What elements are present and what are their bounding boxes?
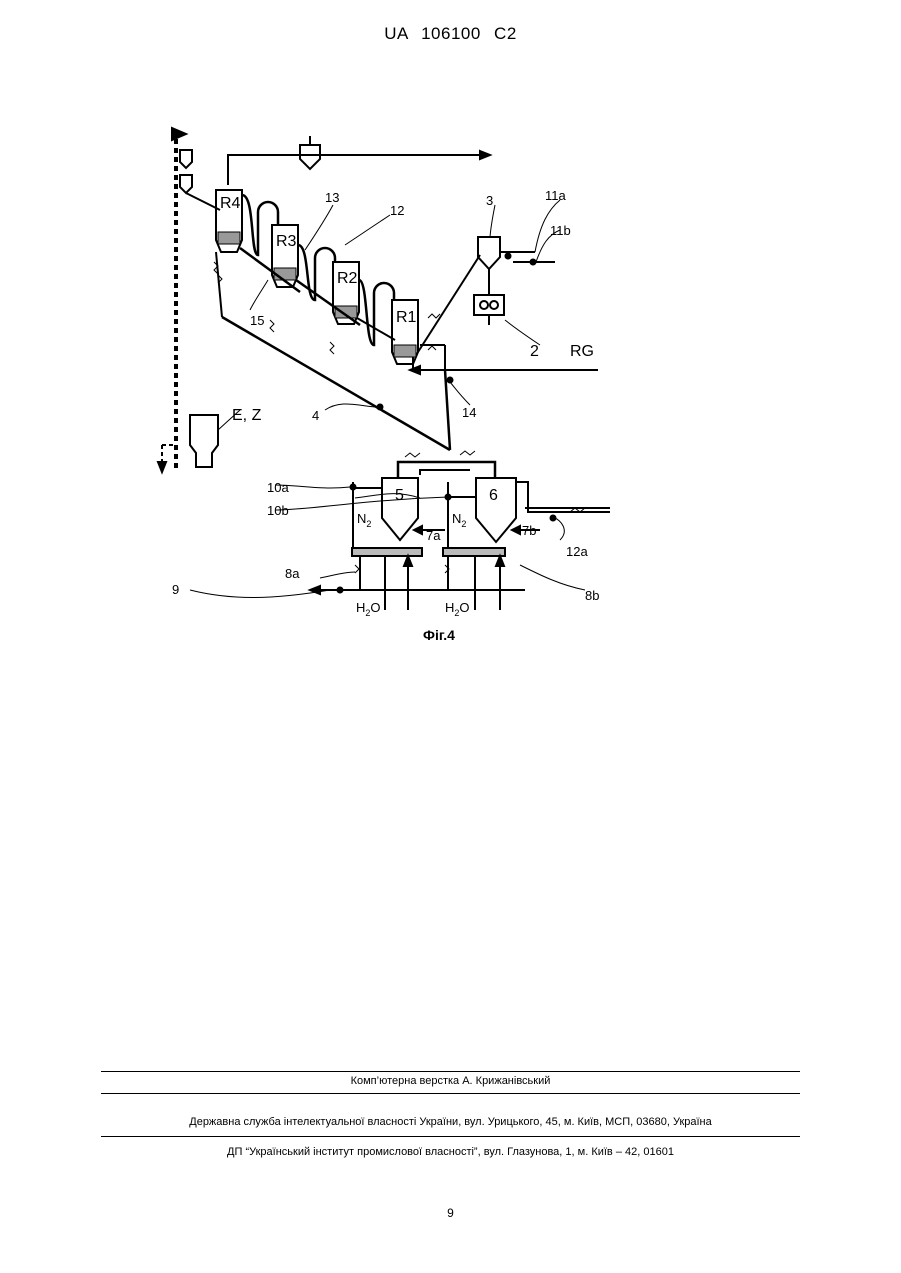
label-14: 14: [462, 405, 476, 420]
label-12: 12: [390, 203, 404, 218]
cyclone-3: [478, 237, 500, 269]
label-8a: 8a: [285, 566, 300, 581]
label-6: 6: [489, 487, 498, 504]
label-7b: 7b: [522, 523, 536, 538]
label-10b: 10b: [267, 503, 289, 518]
cooling-bed-8a: [352, 548, 422, 556]
label-n2-right: N: [452, 511, 461, 526]
process-flow-diagram: R4 R3 R2 R1 13 12 3 11a 11b 15 2 RG 4 14…: [150, 120, 610, 650]
label-r3: R3: [276, 233, 297, 250]
patent-number: UA 106100 C2: [0, 24, 901, 44]
label-r4: R4: [220, 195, 241, 212]
footer-layout-credit: Комп’ютерна верстка А. Крижанівський: [0, 1075, 901, 1087]
footer-institute: ДП “Український інститут промислової вла…: [0, 1146, 901, 1158]
label-12a: 12a: [566, 544, 588, 559]
figure-caption: Фіг.4: [423, 627, 455, 643]
arrow-icon: [172, 128, 186, 140]
label-h2o-left: H: [356, 600, 365, 615]
label-n2-left: N: [357, 511, 366, 526]
svg-text:H2O: H2O: [445, 600, 470, 618]
svg-text:N2: N2: [357, 511, 371, 529]
label-3: 3: [486, 193, 493, 208]
label-r2: R2: [337, 270, 358, 287]
label-11b: 11b: [550, 223, 571, 238]
footer-rule-1: [101, 1071, 800, 1072]
label-ez: E, Z: [232, 407, 262, 424]
label-n2-right-sub: 2: [461, 519, 466, 529]
footer-service: Державна служба інтелектуальної власност…: [0, 1116, 901, 1128]
label-11a: 11a: [545, 188, 566, 203]
label-h2o-right: H: [445, 600, 454, 615]
label-n2-left-sub: 2: [366, 519, 371, 529]
svg-text:N2: N2: [452, 511, 466, 529]
label-r1: R1: [396, 309, 417, 326]
footer-rule-2: [101, 1093, 800, 1094]
cooling-bed-8b: [443, 548, 505, 556]
unit-ez: [190, 415, 218, 467]
label-h2o-right-end: O: [459, 600, 469, 615]
label-4: 4: [312, 408, 319, 423]
label-8b: 8b: [585, 588, 599, 603]
label-10a: 10a: [267, 480, 289, 495]
label-2: 2: [530, 343, 539, 360]
label-rg: RG: [570, 343, 594, 360]
label-13: 13: [325, 190, 339, 205]
label-7a: 7a: [426, 528, 441, 543]
page-number: 9: [0, 1206, 901, 1220]
label-15: 15: [250, 313, 264, 328]
footer-rule-3: [101, 1136, 800, 1137]
label-5: 5: [395, 487, 404, 504]
top-cyclone: [300, 145, 320, 169]
label-9: 9: [172, 582, 179, 597]
label-h2o-left-end: O: [370, 600, 380, 615]
svg-text:H2O: H2O: [356, 600, 381, 618]
